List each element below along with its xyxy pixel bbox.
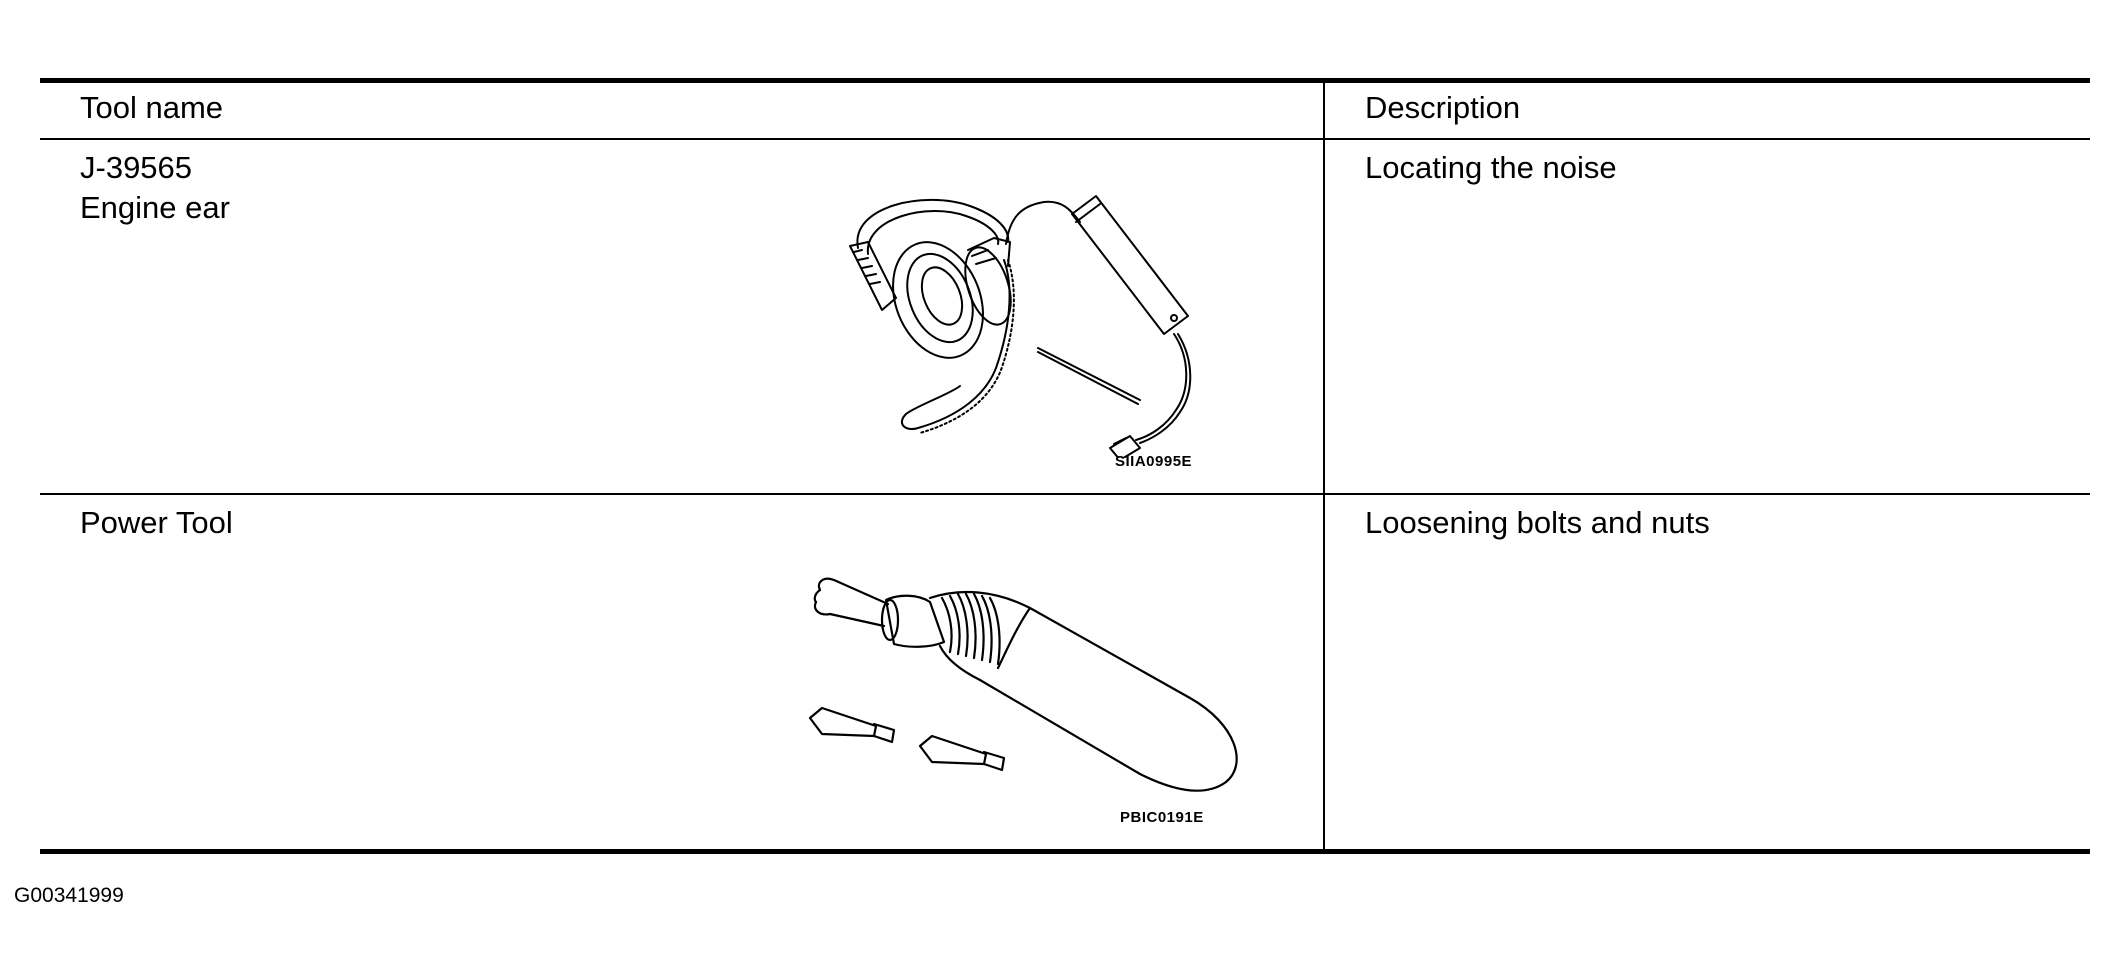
- column-header-description: Description: [1365, 90, 1521, 125]
- engine-ear-tool-name: Engine ear: [80, 190, 230, 225]
- column-header-tool-name: Tool name: [80, 90, 224, 125]
- headphone-stethoscope-icon: [849, 195, 1192, 458]
- table-top-rule: [40, 78, 2090, 83]
- special-tools-table: Tool name Description J-39565 Engine ear…: [40, 78, 2090, 854]
- engine-ear-description: Locating the noise: [1365, 150, 1617, 185]
- power-tool-description: Loosening bolts and nuts: [1365, 505, 1710, 540]
- table-bottom-rule: [40, 849, 2090, 854]
- engine-ear-part-number: J-39565: [80, 150, 193, 185]
- power-screwdriver-icon: [808, 577, 1238, 792]
- table-row-divider: [40, 493, 2090, 495]
- graphic-id: G00341999: [14, 884, 124, 907]
- engine-ear-figure-code: SIIA0995E: [1115, 453, 1193, 470]
- table-header-rule: [40, 138, 2090, 140]
- power-tool-tool-name: Power Tool: [80, 505, 233, 540]
- table-column-divider: [1323, 81, 1325, 851]
- power-tool-figure-code: PBIC0191E: [1120, 809, 1204, 826]
